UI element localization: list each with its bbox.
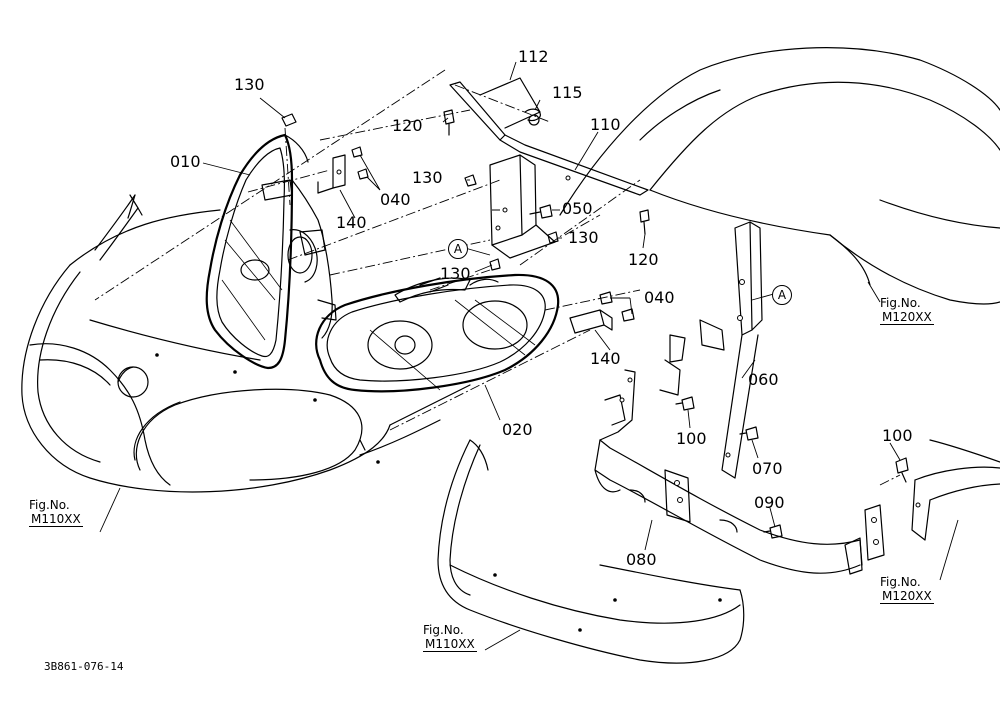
part-label-100: 100 [676,429,707,448]
part-label-115: 115 [552,83,583,102]
part-label-060: 060 [748,370,779,389]
part-label-112: 112 [518,47,549,66]
part-label-130: 130 [234,75,265,94]
part-label-110: 110 [590,115,621,134]
part-label-050: 050 [562,199,593,218]
grille-panel [21,194,471,493]
bracket-140-lower [569,309,613,334]
figure-ref-label: Fig.No. [880,296,921,310]
fasteners [281,109,909,539]
view-marker-a: A [772,285,792,305]
side-bracket [911,439,1000,541]
reference-lines [94,69,901,486]
part-label-040: 040 [644,288,675,307]
frame-080 [594,334,885,575]
figure-ref-label: Fig.No. [423,623,464,637]
part-label-140: 140 [336,213,367,232]
hood-outline [559,47,1000,305]
figure-ref-label: Fig.No. [880,575,921,589]
part-label-090: 090 [754,493,785,512]
figure-ref-number: M120XX [880,310,934,325]
part-label-140: 140 [590,349,621,368]
part-label-120: 120 [392,116,423,135]
part-label-130: 130 [412,168,443,187]
figure-ref-label: Fig.No. [29,498,70,512]
part-label-070: 070 [752,459,783,478]
figure-ref: Fig.No. M110XX [29,498,83,527]
headlight-010 [205,133,337,370]
bracket-110 [449,77,649,259]
headlight-020 [315,273,560,393]
bracket-140-upper [317,154,346,194]
view-marker-a: A [448,239,468,259]
part-label-130: 130 [568,228,599,247]
figure-ref-number: M110XX [423,637,477,652]
part-label-100: 100 [882,426,913,445]
stay-060 [699,221,763,479]
part-label-040: 040 [380,190,411,209]
drawing-code: 3B861-076-14 [44,660,124,673]
part-label-010: 010 [170,152,201,171]
figure-ref-number: M120XX [880,589,934,604]
front-bumper [437,439,745,664]
part-label-020: 020 [502,420,533,439]
figure-ref: Fig.No. M120XX [880,296,934,325]
figure-ref: Fig.No. M110XX [423,623,477,652]
part-label-080: 080 [626,550,657,569]
leader-lines [99,61,959,651]
part-label-130: 130 [440,264,471,283]
figure-ref-number: M110XX [29,512,83,527]
figure-ref: Fig.No. M120XX [880,575,934,604]
part-label-120: 120 [628,250,659,269]
